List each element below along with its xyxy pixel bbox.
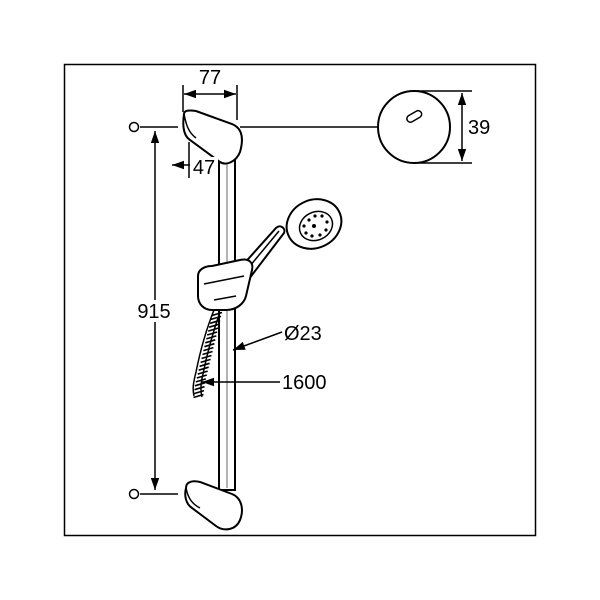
hose-coil-mark xyxy=(206,335,217,340)
slide-rail xyxy=(218,149,236,491)
top-fixing-point xyxy=(128,121,178,133)
hose-coil-mark xyxy=(209,319,221,325)
coiled-hose xyxy=(192,309,223,399)
hose-length-label: 1600 xyxy=(282,372,327,394)
hose-coil-mark xyxy=(202,350,213,356)
hose-coil-mark xyxy=(205,339,216,344)
hose-coil-mark xyxy=(203,346,214,352)
diameter-callout: Ø23 xyxy=(232,323,322,351)
hose-coil-mark xyxy=(198,366,209,371)
bottom-fixing-point xyxy=(128,488,178,500)
top-wall-bracket xyxy=(182,109,243,165)
hose-coil-mark xyxy=(210,315,222,321)
drawing-frame xyxy=(63,63,537,537)
bracket-width-label: 77 xyxy=(199,67,221,89)
hose-coil-mark xyxy=(194,382,206,387)
bracket-depth-label: 47 xyxy=(193,157,215,179)
hose-coil-mark xyxy=(199,362,210,368)
cover-height-label: 39 xyxy=(468,117,490,139)
hose-coil-mark xyxy=(207,327,219,332)
hose-coil-mark xyxy=(211,311,223,317)
hose-coil-mark xyxy=(193,389,205,395)
hose-coil-mark xyxy=(206,331,218,336)
hose-coil-mark xyxy=(204,342,215,348)
slider-holder xyxy=(197,258,254,311)
diameter-label: Ø23 xyxy=(284,323,322,345)
bracket-width-dimension: 77 xyxy=(182,67,238,120)
hose-coil-mark xyxy=(197,370,208,375)
hose-coil-mark xyxy=(200,358,211,364)
cover-height-dimension: 39 xyxy=(414,90,490,164)
hose-coil-mark xyxy=(196,374,208,379)
round-cover-cap xyxy=(377,90,451,164)
hose-coil-mark xyxy=(208,323,220,328)
hose-coil-mark xyxy=(201,354,212,360)
hose-coil-mark xyxy=(194,385,205,391)
hose-length-callout: 1600 xyxy=(202,372,327,394)
bottom-wall-bracket xyxy=(184,480,243,531)
bracket-depth-dimension: 47 xyxy=(172,142,220,179)
rail-length-dimension: 915 xyxy=(132,131,176,490)
hose-coil-mark xyxy=(193,393,204,399)
rail-length-label: 915 xyxy=(137,301,170,323)
